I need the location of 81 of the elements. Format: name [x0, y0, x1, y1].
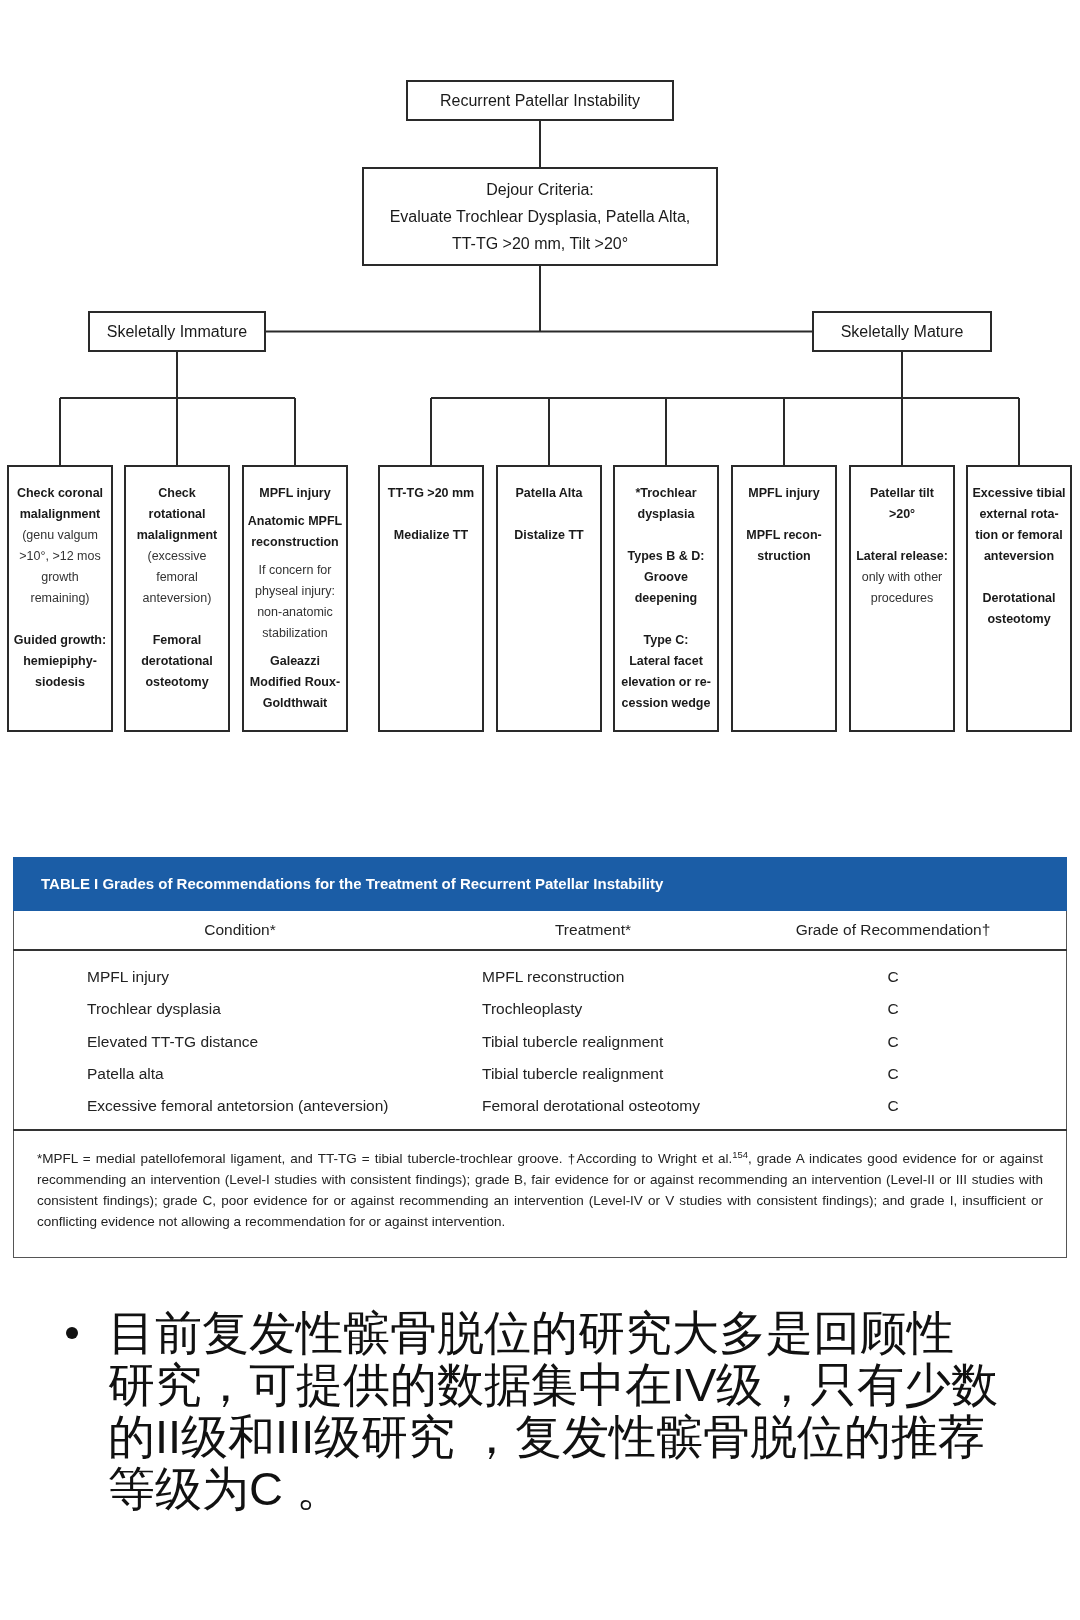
flowchart-box — [812, 311, 992, 352]
box-text: Guided growth: hemiepiphy- siodesis — [12, 632, 108, 691]
treatment-text: Femoral derotational osteotomy — [482, 1096, 700, 1116]
box-text: If concern for physeal injury: non-anatomic stabilization — [254, 562, 336, 642]
box-text: Groove deepening — [633, 569, 699, 607]
box-text: Recurrent Patellar Instability — [439, 91, 641, 111]
flowchart-box — [613, 465, 719, 732]
box-text: Skeletally Mature — [840, 322, 964, 342]
connector-line — [539, 265, 541, 333]
grade-text: C — [887, 1031, 899, 1052]
flowchart-box — [731, 465, 837, 732]
connector-line — [430, 397, 432, 466]
flowchart-box — [242, 465, 348, 732]
connector-line — [783, 397, 785, 466]
box-text: Types B & D: — [627, 548, 705, 565]
table-title: TABLE I Grades of Recommendations for the Treatment of Recurrent Patellar Instability — [41, 875, 664, 893]
flowchart-box — [966, 465, 1072, 732]
connector-line — [539, 120, 541, 168]
box-text: *Trochlear dysplasia — [634, 485, 698, 523]
box-text: TT-TG >20 mm — [387, 485, 475, 502]
box-text: (excessive femoral anteversion) — [141, 548, 213, 607]
box-text: MPFL injury — [259, 485, 331, 502]
box-text: only with other procedures — [860, 569, 944, 607]
connector-line — [665, 397, 667, 466]
box-text: (genu valgum >10°, >12 mos growth remaining) — [18, 527, 102, 607]
condition-text: Patella alta — [87, 1063, 164, 1084]
table-footnote: *MPFL = medial patellofemoral ligament, and TT-TG = tibial tubercle-trochlear groove. †According to Wright et al.$^{154}$, grade A indicates good evidence for or against recommending an intervention (Level-I studies with consistent findings); grade B, fair evidence for or against recommending an intervention (Level-II or III studies with consistent findings); grade C, poor evidence for or against recommending an intervention (Level-IV or V studies with consistent findings); and grade I, insufficient or conflicting evidence not allowing a recommendation for or against intervention. — [37, 1148, 1043, 1231]
treatment-text: Trochleoplasty — [482, 999, 583, 1020]
box-text: Lateral facet elevation or re- cession wedge — [620, 653, 712, 712]
flowchart-box — [7, 465, 113, 732]
flowchart-box — [496, 465, 602, 732]
box-text: Anatomic MPFL reconstruction — [246, 513, 344, 551]
box-text: MPFL injury — [748, 485, 820, 502]
column-header: Grade of Recommendation† — [795, 920, 991, 940]
box-text: Check rotational malalignment — [135, 485, 219, 544]
treatment-text: Tibial tubercle realignment — [482, 1031, 664, 1052]
connector-line — [430, 351, 1020, 399]
column-header: Condition* — [204, 920, 276, 940]
grade-text: C — [887, 1063, 899, 1084]
box-text: Evaluate Trochlear Dysplasia, Patella Alta, TT-TG >20 mm, Tilt >20° — [388, 207, 692, 254]
connector-line — [265, 330, 541, 333]
column-header: Treatment* — [554, 920, 632, 940]
box-text: Modified Roux- Goldthwait — [248, 674, 342, 712]
connector-line — [176, 397, 178, 466]
connector-line — [901, 397, 903, 466]
box-text: Type C: — [643, 632, 689, 649]
treatment-text: MPFL reconstruction — [482, 967, 625, 987]
connector-line — [294, 397, 296, 466]
treatment-text: Tibial tubercle realignment — [482, 1063, 664, 1084]
condition-text: Trochlear dysplasia — [87, 999, 221, 1020]
box-text: Excessive tibial external rota- tion or femoral anteversion — [971, 485, 1067, 565]
box-text: Galeazzi — [270, 653, 320, 670]
flowchart-box — [124, 465, 230, 732]
flowchart-box — [378, 465, 484, 732]
box-text: Patella Alta — [515, 485, 583, 502]
connector-line — [59, 351, 296, 399]
box-text: Distalize TT — [514, 527, 584, 544]
connector-line — [1018, 397, 1020, 466]
grade-text: C — [887, 999, 899, 1020]
connector-line — [548, 397, 550, 466]
condition-text: MPFL injury — [87, 967, 170, 987]
box-text: Skeletally Immature — [106, 322, 248, 342]
flowchart-box — [849, 465, 955, 732]
summary-text: 目前复发性髌骨脱位的研究大多是回顾性研究，可提供的数据集中在IV级，只有少数的II级和III级研究 ，复发性髌骨脱位的推荐等级为C 。 — [108, 1307, 1000, 1515]
box-text: Femoral derotational osteotomy — [140, 632, 214, 691]
condition-text: Excessive femoral antetorsion (anteversion) — [87, 1096, 389, 1116]
grade-text: C — [887, 967, 899, 987]
condition-text: Elevated TT-TG distance — [87, 1031, 259, 1052]
flowchart-box — [362, 167, 718, 266]
box-text: Dejour Criteria: — [486, 180, 594, 200]
box-text: Patellar tilt >20° — [869, 485, 935, 523]
connector-line — [539, 330, 813, 333]
box-text: Check coronal malalignment — [15, 485, 105, 523]
box-text: Derotational osteotomy — [981, 590, 1057, 628]
box-text: MPFL recon- struction — [745, 527, 823, 565]
connector-line — [59, 397, 61, 466]
box-text: Lateral release: — [856, 548, 948, 565]
box-text: Medialize TT — [393, 527, 469, 544]
flowchart-box — [88, 311, 266, 352]
grade-text: C — [887, 1096, 899, 1116]
flowchart-box — [406, 80, 674, 121]
